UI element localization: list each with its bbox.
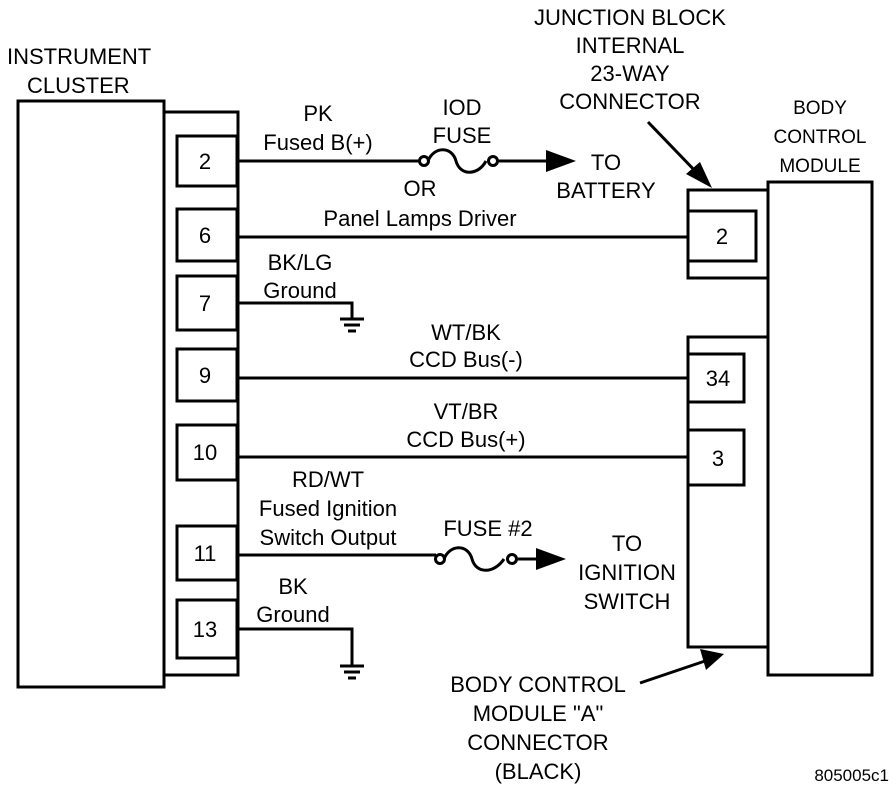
cluster-pin-box-9	[175, 347, 239, 403]
vtbr-color-label: VT/BR	[434, 399, 499, 424]
cluster-pin-6: 6	[199, 223, 211, 248]
vtbr-desc-label: CCD Bus(+)	[406, 427, 525, 452]
jb-pin-2: 2	[716, 224, 728, 249]
iod-fuse-symbol	[426, 148, 488, 174]
bklg-color-label: BK/LG	[268, 250, 333, 275]
cluster-pin-10: 10	[193, 440, 217, 465]
bcm-label-3: MODULE	[779, 156, 860, 177]
cluster-pin-9: 9	[199, 363, 211, 388]
bcm-connector-label-3: CONNECTOR	[467, 730, 608, 755]
cluster-pin-11: 11	[194, 541, 217, 566]
bcm-pin-34: 34	[706, 366, 730, 391]
bcm-connector-label-2: MODULE "A"	[473, 701, 604, 726]
rdwt-desc-label-1: Fused Ignition	[259, 496, 397, 521]
body-control-module-box	[766, 180, 874, 677]
cluster-label-1: INSTRUMENT	[7, 44, 151, 69]
jb-label-2: INTERNAL	[576, 33, 685, 58]
cluster-label-2: CLUSTER	[27, 73, 130, 98]
bcm-label-1: BODY	[793, 98, 847, 119]
to-battery-label-1: TO	[591, 150, 621, 175]
wtbk-desc-label: CCD Bus(-)	[409, 347, 523, 372]
fuse2-symbol	[442, 546, 506, 572]
cluster-pin-box-6	[175, 207, 239, 263]
iod-label-2: FUSE	[433, 123, 492, 148]
bcm-connector-label-4: (BLACK)	[495, 759, 582, 784]
wire-bklg-ground	[237, 301, 354, 318]
rdwt-color-label: RD/WT	[292, 467, 364, 492]
panel-lamps-label: Panel Lamps Driver	[323, 206, 516, 231]
cluster-pin-7: 7	[199, 291, 211, 316]
wire-bk-ground	[237, 627, 354, 665]
iod-fuse-terminal-right	[487, 155, 499, 167]
bklg-desc-label: Ground	[263, 278, 336, 303]
bcm-connector-pointer-line	[639, 658, 709, 685]
to-battery-label-2: BATTERY	[556, 178, 656, 203]
pk-desc-label: Fused B(+)	[263, 130, 372, 155]
bk-color-label: BK	[278, 574, 308, 599]
bcm-pin-3: 3	[712, 446, 724, 471]
wtbk-color-label: WT/BK	[431, 320, 501, 345]
cluster-pin-2: 2	[199, 149, 211, 174]
iod-or-label: OR	[404, 176, 437, 201]
pk-color-label: PK	[303, 101, 333, 126]
bcm-connector-label-1: BODY CONTROL	[450, 672, 626, 697]
to-ignition-label-1: TO	[612, 531, 642, 556]
reference-number: 805005c1	[814, 766, 889, 785]
bcm-connector-pointer-arrowhead	[700, 649, 724, 670]
rdwt-desc-label-2: Switch Output	[260, 525, 397, 550]
iod-label-1: IOD	[442, 95, 481, 120]
to-ignition-label-3: SWITCH	[584, 589, 671, 614]
jb-pointer-arrowhead	[686, 162, 712, 188]
jb-label-4: CONNECTOR	[559, 89, 700, 114]
cluster-connector-housing	[162, 110, 240, 677]
arrow-to-battery	[546, 150, 576, 172]
jb-pointer-line	[646, 120, 702, 178]
bk-desc-label: Ground	[256, 602, 329, 627]
arrow-to-ignition	[536, 548, 566, 570]
fuse2-terminal-right	[506, 553, 518, 565]
cluster-pin-box-11	[175, 524, 239, 582]
cluster-pin-box-10	[175, 423, 239, 482]
bcm-label-2: CONTROL	[774, 127, 867, 148]
to-ignition-label-2: IGNITION	[578, 560, 676, 585]
jb-label-1: JUNCTION BLOCK	[534, 5, 726, 30]
cluster-pin-13: 13	[193, 617, 217, 642]
instrument-cluster-box	[16, 99, 166, 689]
fuse2-label: FUSE #2	[443, 516, 532, 541]
jb-label-3: 23-WAY	[590, 61, 670, 86]
fuse2-terminal-left	[434, 553, 446, 565]
iod-fuse-terminal-left	[418, 155, 430, 167]
